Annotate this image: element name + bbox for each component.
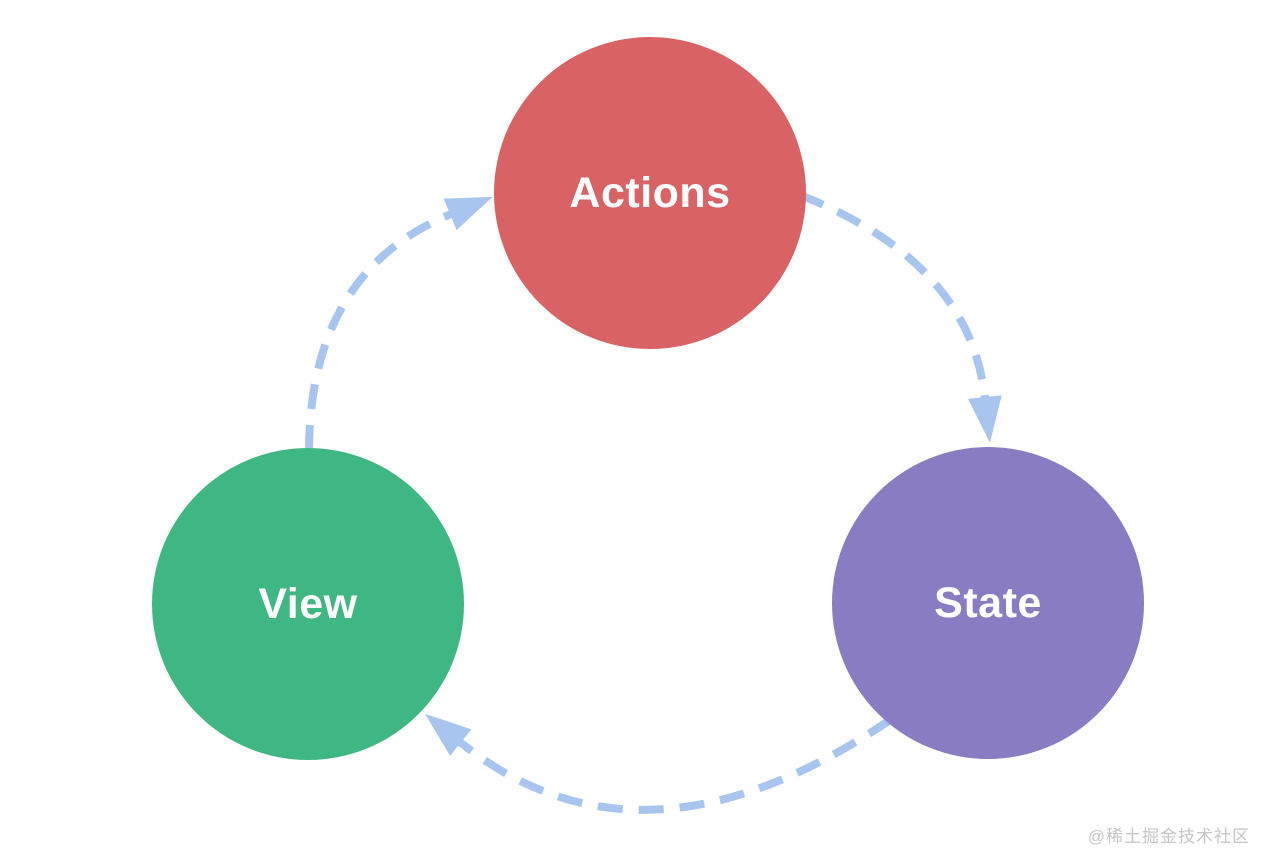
node-state: State	[832, 447, 1144, 759]
node-view: View	[152, 448, 464, 760]
arrow-actions-to-state	[798, 191, 1002, 443]
node-state-label: State	[934, 578, 1042, 627]
arrow-state-to-view	[424, 713, 893, 814]
watermark: @稀土掘金技术社区	[1087, 827, 1250, 846]
node-actions-label: Actions	[569, 168, 731, 217]
node-actions: Actions	[494, 37, 806, 349]
node-view-label: View	[258, 579, 358, 628]
arrow-view-to-actions	[305, 196, 493, 451]
